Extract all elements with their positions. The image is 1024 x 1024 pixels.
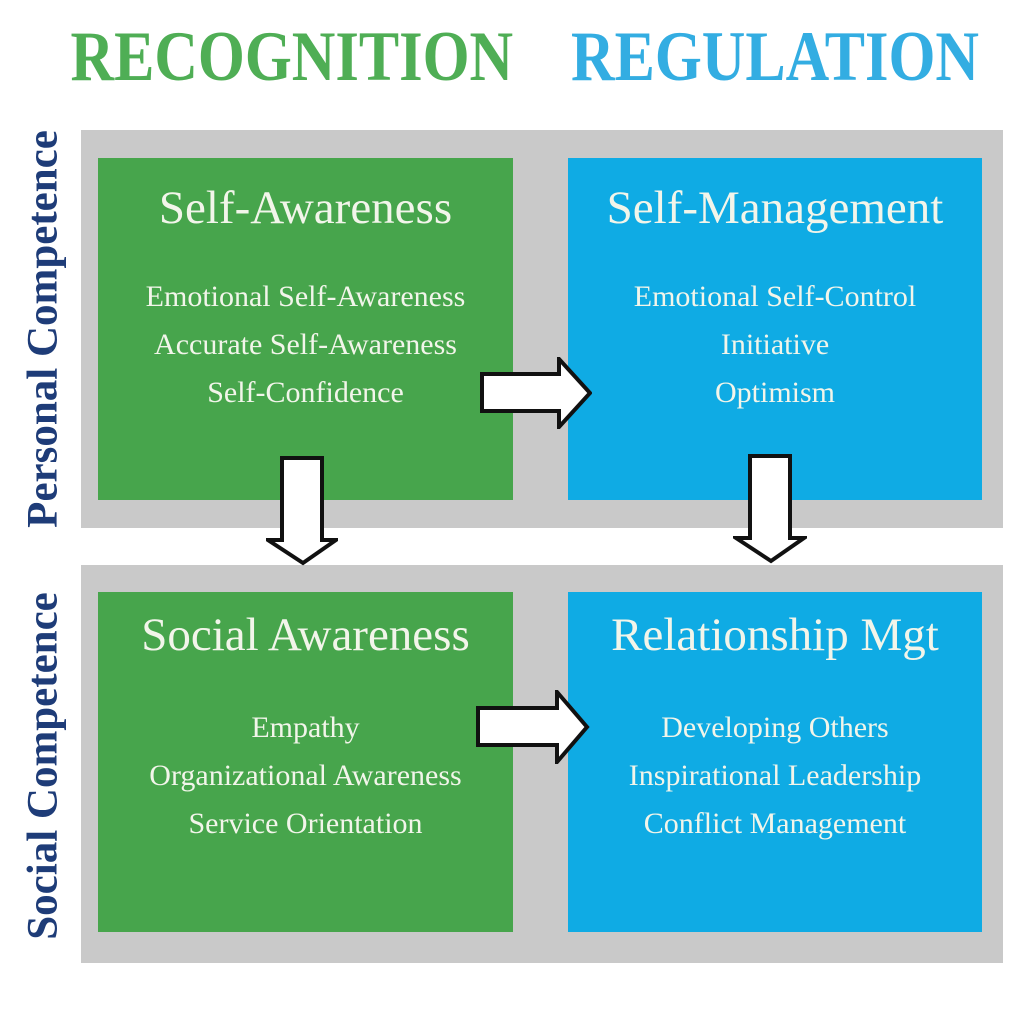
- quadrant-item-list: Developing Others Inspirational Leadersh…: [568, 704, 982, 848]
- side-label-social-competence: Social Competence: [19, 592, 67, 940]
- quadrant-item: Optimism: [714, 376, 835, 409]
- quadrant-item: Accurate Self-Awareness: [154, 328, 457, 361]
- quadrant-item: Conflict Management: [643, 807, 907, 840]
- quadrant-self-management: Self-Management Emotional Self-Control I…: [568, 158, 982, 500]
- quadrant-item: Service Orientation: [188, 807, 423, 840]
- quadrant-item: Emotional Self-Control: [633, 280, 917, 313]
- quadrant-title: Self-Awareness: [158, 182, 453, 234]
- quadrant-title: Relationship Mgt: [611, 609, 939, 661]
- quadrant-item: Emotional Self-Awareness: [145, 280, 466, 313]
- quadrant-title: Self-Management: [606, 182, 944, 234]
- quadrant-item: Organizational Awareness: [149, 759, 462, 792]
- quadrant-item: Initiative: [720, 328, 830, 361]
- down-arrow-icon: [266, 456, 338, 566]
- column-header-regulation: REGULATION: [571, 18, 979, 96]
- quadrant-item: Self-Confidence: [207, 376, 404, 409]
- quadrant-item: Developing Others: [661, 711, 889, 744]
- down-arrow-icon: [733, 454, 807, 564]
- quadrant-social-awareness: Social Awareness Empathy Organizational …: [98, 592, 513, 932]
- quadrant-title: Social Awareness: [141, 609, 470, 661]
- column-header-recognition: RECOGNITION: [70, 18, 514, 96]
- quadrant-item: Empathy: [251, 711, 360, 744]
- quadrant-self-awareness: Self-Awareness Emotional Self-Awareness …: [98, 158, 513, 500]
- right-arrow-icon: [480, 357, 592, 429]
- quadrant-item-list: Empathy Organizational Awareness Service…: [98, 704, 513, 848]
- quadrant-relationship-mgt: Relationship Mgt Developing Others Inspi…: [568, 592, 982, 932]
- right-arrow-icon: [476, 690, 590, 764]
- quadrant-item: Inspirational Leadership: [628, 759, 922, 792]
- side-label-personal-competence: Personal Competence: [19, 130, 67, 528]
- quadrant-item-list: Emotional Self-Awareness Accurate Self-A…: [98, 273, 513, 417]
- quadrant-item-list: Emotional Self-Control Initiative Optimi…: [568, 273, 982, 417]
